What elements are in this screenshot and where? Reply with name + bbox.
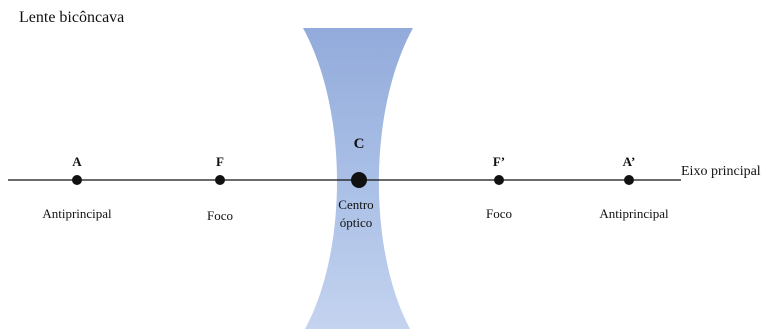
principal-axis-label: Eixo principal [681,163,761,181]
point-a-dot [72,175,82,185]
point-a-label: A [72,154,82,169]
point-f-caption-text: Foco [207,208,233,223]
point-f-prime-dot [494,175,504,185]
point-a-prime-caption-text: Antiprincipal [599,206,669,221]
point-f-dot [215,175,225,185]
point-a-prime-dot [624,175,634,185]
point-c-label: C [353,136,365,152]
point-a-caption-text: Antiprincipal [42,206,112,221]
point-c-dot [351,172,367,188]
point-c-caption: Centro óptico [338,196,373,232]
point-a-prime-caption: Antiprincipal [599,205,668,223]
point-f-prime-caption: Foco [486,205,512,223]
point-f-prime-caption-text: Foco [486,206,512,221]
point-f-label: F [216,154,224,169]
point-f-prime-label: F’ [492,154,506,169]
point-a-prime-label: A’ [622,154,636,169]
diagram-title: Lente bicôncava [19,9,125,26]
point-c-caption-line-1: Centro [338,197,374,212]
point-a-caption: Antiprincipal [42,205,111,223]
point-f-caption: Foco [207,207,233,225]
point-c-caption-line-2: óptico [339,215,373,230]
